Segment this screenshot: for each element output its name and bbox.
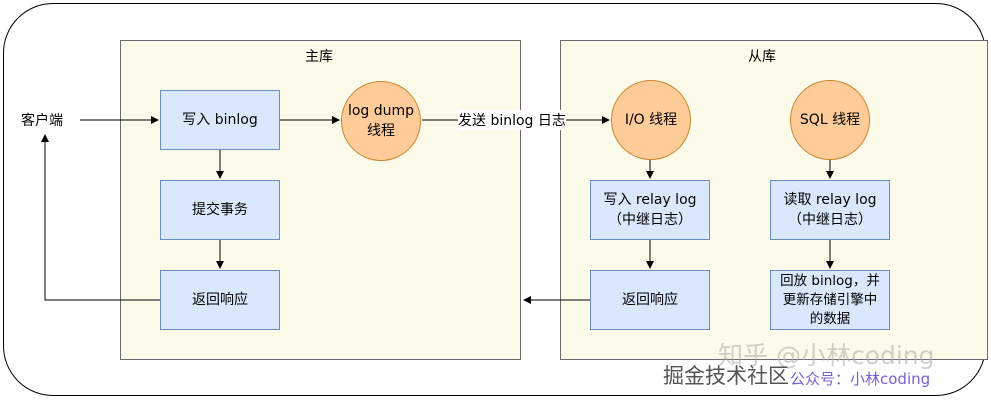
master-return-response-box: 返回响应 xyxy=(160,270,280,330)
commit-transaction-text: 提交事务 xyxy=(192,202,248,218)
replay-binlog-text: 回放 binlog，并 更新存储引擎中 的数据 xyxy=(780,272,880,327)
read-relay-log-text: 读取 relay log （中继日志） xyxy=(783,192,877,228)
io-thread-node: I/O 线程 xyxy=(611,80,691,160)
slave-return-response-box: 返回响应 xyxy=(590,270,710,330)
watermark-zhihu: 知乎 @小林coding xyxy=(718,341,935,370)
read-relay-log-box: 读取 relay log （中继日志） xyxy=(770,180,890,240)
write-binlog-text: 写入 binlog xyxy=(182,112,258,128)
sql-thread-text: SQL 线程 xyxy=(799,112,861,128)
log-dump-thread-node: log dump 线程 xyxy=(341,81,421,161)
replay-binlog-box: 回放 binlog，并 更新存储引擎中 的数据 xyxy=(770,270,890,330)
watermark-wechat: 公众号：小林coding xyxy=(790,370,931,388)
master-return-response-text: 返回响应 xyxy=(192,292,248,308)
write-relay-log-text: 写入 relay log （中继日志） xyxy=(603,192,697,228)
io-thread-text: I/O 线程 xyxy=(624,112,678,128)
sql-thread-node: SQL 线程 xyxy=(790,80,870,160)
log-dump-thread-text: log dump 线程 xyxy=(347,103,415,139)
slave-return-response-text: 返回响应 xyxy=(622,292,678,308)
write-relay-log-box: 写入 relay log （中继日志） xyxy=(590,180,710,240)
write-binlog-box: 写入 binlog xyxy=(160,90,280,150)
send-binlog-label: 发送 binlog 日志 xyxy=(458,110,566,130)
client-label: 客户端 xyxy=(21,113,63,129)
slave-title: 从库 xyxy=(748,49,776,65)
master-title: 主库 xyxy=(305,49,333,65)
commit-transaction-box: 提交事务 xyxy=(160,180,280,240)
watermark-juejin: 掘金技术社区 xyxy=(663,364,789,388)
edge-return-to-client xyxy=(41,134,160,301)
